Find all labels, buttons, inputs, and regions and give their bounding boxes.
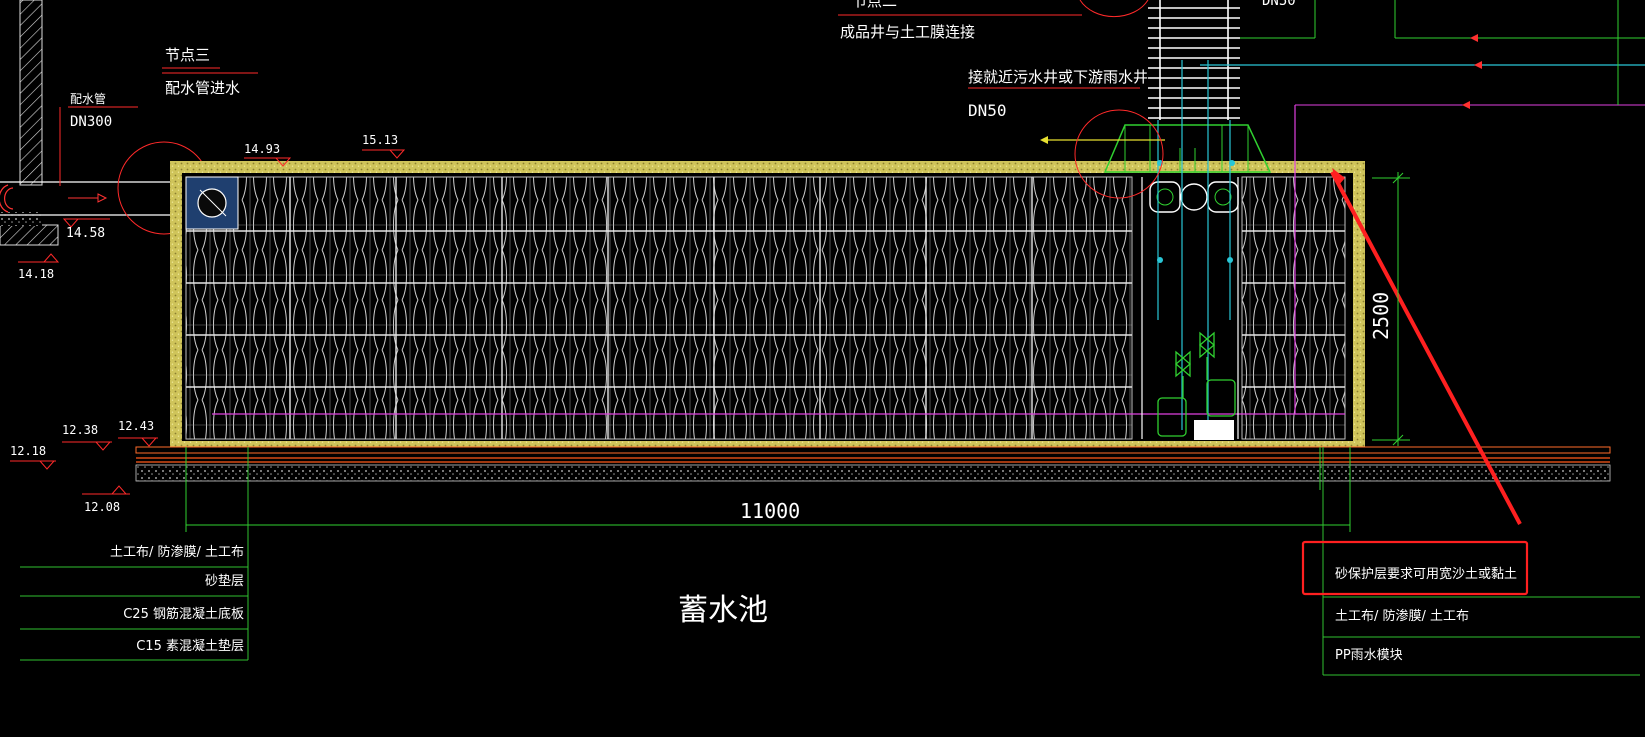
- dim-height: [1372, 172, 1410, 446]
- drain-note: 接就近污水井或下游雨水井: [968, 68, 1148, 86]
- drain-leader: [1040, 0, 1165, 199]
- elev-1238: 12.38: [62, 423, 98, 437]
- dim-height-label: 2500: [1369, 292, 1393, 340]
- pipe-size: DN300: [70, 114, 112, 130]
- annotation-box: [1301, 540, 1529, 596]
- labels: 节点三 配水管进水 配水管 DN300 节点二 成品井与土工膜连接 接就近污水井…: [10, 0, 1517, 663]
- elev-1493: 14.93: [244, 142, 280, 156]
- elev-1208: 12.08: [84, 500, 120, 514]
- left-layer-4: C15 素混凝土垫层: [136, 638, 244, 654]
- left-layer-leaders: [20, 447, 249, 661]
- pool-name: 蓄水池: [678, 593, 768, 628]
- elev-1458: 14.58: [66, 226, 105, 241]
- left-layer-2: 砂垫层: [205, 573, 244, 589]
- elev-1418: 14.18: [18, 267, 54, 281]
- elevation-markers: [10, 149, 406, 495]
- node3-sub: 配水管进水: [165, 79, 240, 97]
- pipe-name: 配水管: [70, 91, 106, 106]
- left-layer-1: 土工布/ 防渗膜/ 土工布: [110, 544, 244, 560]
- node2-sub: 成品井与土工膜连接: [840, 23, 975, 41]
- elev-1218: 12.18: [10, 444, 46, 458]
- left-layer-3: C25 钢筋混凝土底板: [123, 606, 244, 622]
- label-underlines: [59, 14, 1140, 186]
- submersible-pump-icon: [1157, 331, 1236, 440]
- dim-length-label: 11000: [740, 499, 800, 523]
- right-layer-leaders: [1322, 447, 1640, 676]
- red-box-note: 砂保护层要求可用宽沙土或黏土: [1335, 566, 1517, 582]
- manhole-riser-icon: [1103, 0, 1645, 439]
- top-dn: DN50: [1262, 0, 1296, 9]
- drain-size: DN50: [968, 101, 1007, 120]
- top-right-pipes: [1240, 0, 1645, 109]
- node2-title: 节点二: [852, 0, 897, 10]
- elev-1243: 12.43: [118, 419, 154, 433]
- tank-body: [170, 104, 1645, 449]
- right-layer-2: PP雨水模块: [1335, 648, 1403, 663]
- base-slab: [135, 446, 1611, 482]
- annotation-arrow: [1330, 168, 1522, 525]
- node3-title: 节点三: [165, 46, 210, 64]
- right-layer-1: 土工布/ 防渗膜/ 土工布: [1335, 608, 1469, 624]
- elev-1513: 15.13: [362, 133, 398, 147]
